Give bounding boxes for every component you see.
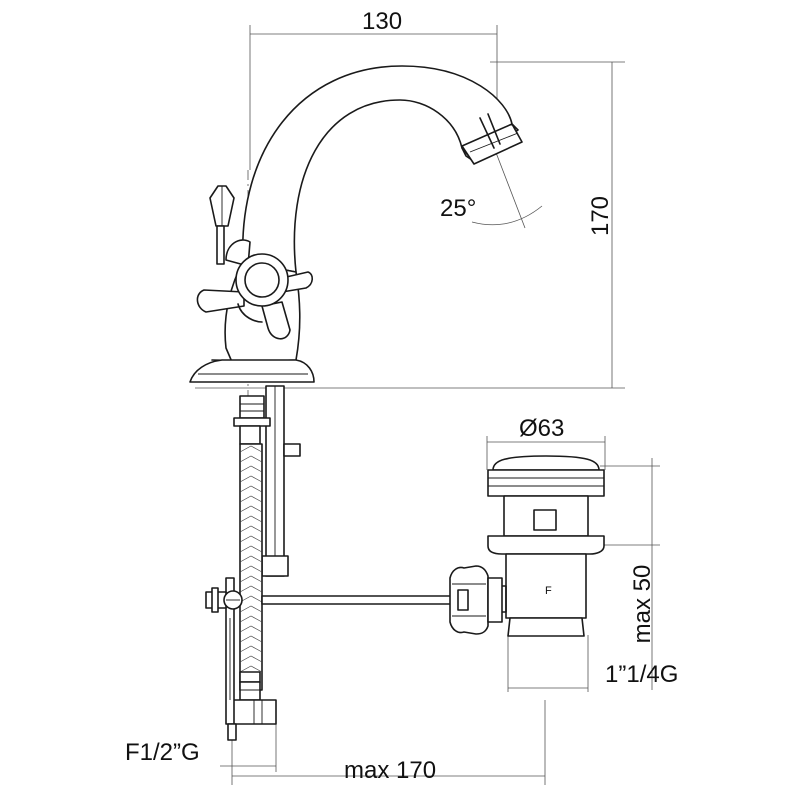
pivot-rod	[261, 595, 459, 605]
faucet-spout	[241, 65, 523, 273]
lift-rod-lower	[225, 577, 237, 741]
cross-handle	[196, 239, 314, 340]
dim-waste-thread: 1”1/4G	[605, 661, 678, 688]
pivot-clip	[205, 587, 243, 613]
dim-height: 170	[587, 196, 614, 236]
dim-spout-reach: 130	[362, 8, 402, 35]
waste-letter-mark: F	[545, 585, 552, 597]
waste-nut	[449, 565, 503, 635]
dim-max-length: max 170	[344, 757, 436, 784]
dim-waste-max-height: max 50	[629, 565, 656, 644]
dim-spout-angle: 25°	[440, 195, 476, 222]
labels: 130 170 25° Ø63 max 50 1”1/4G F1/2”G max…	[125, 8, 678, 784]
waste-fitting	[487, 455, 605, 637]
flexible-hose	[231, 395, 277, 725]
dim-supply-thread: F1/2”G	[125, 739, 200, 766]
lift-rod	[209, 185, 235, 265]
mounting-shank	[261, 385, 301, 577]
dim-waste-diameter: Ø63	[519, 415, 564, 442]
